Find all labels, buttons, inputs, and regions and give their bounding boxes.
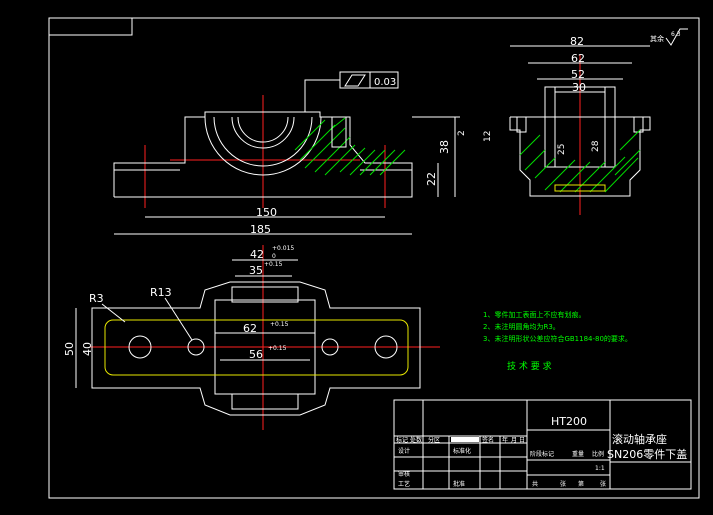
svg-text:25: 25 [557, 144, 567, 155]
svg-text:38: 38 [438, 140, 451, 154]
svg-text:40: 40 [81, 342, 94, 356]
tech-note-3: 3、未注明形状公差应符合GB1184-80的要求。 [483, 334, 632, 343]
svg-text:+0.15: +0.15 [264, 261, 283, 268]
svg-text:分区: 分区 [428, 436, 440, 444]
material: HT200 [551, 415, 587, 428]
svg-text:其余: 其余 [650, 34, 664, 43]
svg-text:张: 张 [560, 480, 566, 488]
svg-text:+0.15: +0.15 [268, 345, 287, 352]
title-block: HT200 滚动轴承座 SN206零件下盖 标记 处数 分区 签名 年 月 日 … [393, 399, 692, 490]
svg-text:0: 0 [272, 253, 276, 260]
svg-text:年: 年 [502, 436, 508, 444]
svg-text:重量: 重量 [572, 450, 584, 458]
svg-text:62: 62 [243, 322, 257, 335]
svg-text:2: 2 [457, 130, 467, 136]
surface-roughness-symbol: 其余 6.3 [650, 28, 688, 46]
svg-text:12: 12 [483, 131, 493, 142]
svg-text:标准化: 标准化 [453, 447, 471, 455]
svg-text:+0.15: +0.15 [270, 321, 289, 328]
svg-text:56: 56 [249, 348, 263, 361]
svg-text:处数: 处数 [410, 436, 422, 444]
svg-text:42: 42 [250, 248, 264, 261]
svg-text:150: 150 [256, 206, 277, 219]
part-name-1: 滚动轴承座 [612, 432, 667, 446]
svg-text:1:1: 1:1 [595, 465, 605, 472]
part-name-2: SN206零件下盖 [607, 447, 687, 461]
svg-text:月: 月 [511, 437, 517, 444]
tech-notes-title: 技 术 要 求 [507, 360, 552, 372]
outer-frame [48, 17, 700, 499]
svg-text:62: 62 [571, 52, 585, 65]
svg-text:50: 50 [63, 342, 76, 356]
code-box [48, 17, 133, 36]
svg-text:28: 28 [591, 140, 601, 152]
svg-text:+0.015: +0.015 [272, 245, 294, 252]
svg-text:批准: 批准 [453, 480, 465, 488]
svg-text:82: 82 [570, 35, 584, 48]
svg-text:35: 35 [249, 264, 263, 277]
svg-text:R3: R3 [89, 292, 104, 305]
plan-view: 42 +0.015 0 35 +0.15 62 +0.15 56 +0.15 5… [63, 245, 440, 430]
svg-text:共: 共 [532, 480, 538, 488]
svg-text:30: 30 [572, 81, 586, 94]
svg-text:0.03: 0.03 [374, 77, 396, 88]
svg-text:阶段标记: 阶段标记 [530, 450, 554, 458]
svg-text:签名: 签名 [482, 436, 494, 444]
tech-note-1: 1、零件加工表面上不应有划痕。 [483, 310, 585, 319]
svg-text:22: 22 [425, 172, 438, 186]
tech-note-2: 2、未注明圆角均为R3。 [483, 322, 560, 331]
svg-text:比例: 比例 [592, 450, 604, 458]
svg-text:6.3: 6.3 [671, 31, 681, 38]
svg-text:张: 张 [600, 480, 606, 488]
svg-text:R13: R13 [150, 286, 172, 299]
svg-text:日: 日 [519, 437, 525, 444]
front-view: 150 185 38 22 0.03 [113, 71, 460, 236]
svg-text:工艺: 工艺 [398, 480, 410, 488]
svg-text:185: 185 [250, 223, 271, 236]
side-view: 82 62 52 30 12 2 25 28 [457, 35, 651, 215]
svg-text:第: 第 [578, 480, 584, 488]
svg-text:标记: 标记 [396, 436, 408, 444]
svg-text:审核: 审核 [398, 470, 410, 478]
technical-requirements: 1、零件加工表面上不应有划痕。 2、未注明圆角均为R3。 3、未注明形状公差应符… [483, 310, 632, 372]
svg-text:52: 52 [571, 68, 585, 81]
svg-text:设计: 设计 [398, 447, 410, 455]
